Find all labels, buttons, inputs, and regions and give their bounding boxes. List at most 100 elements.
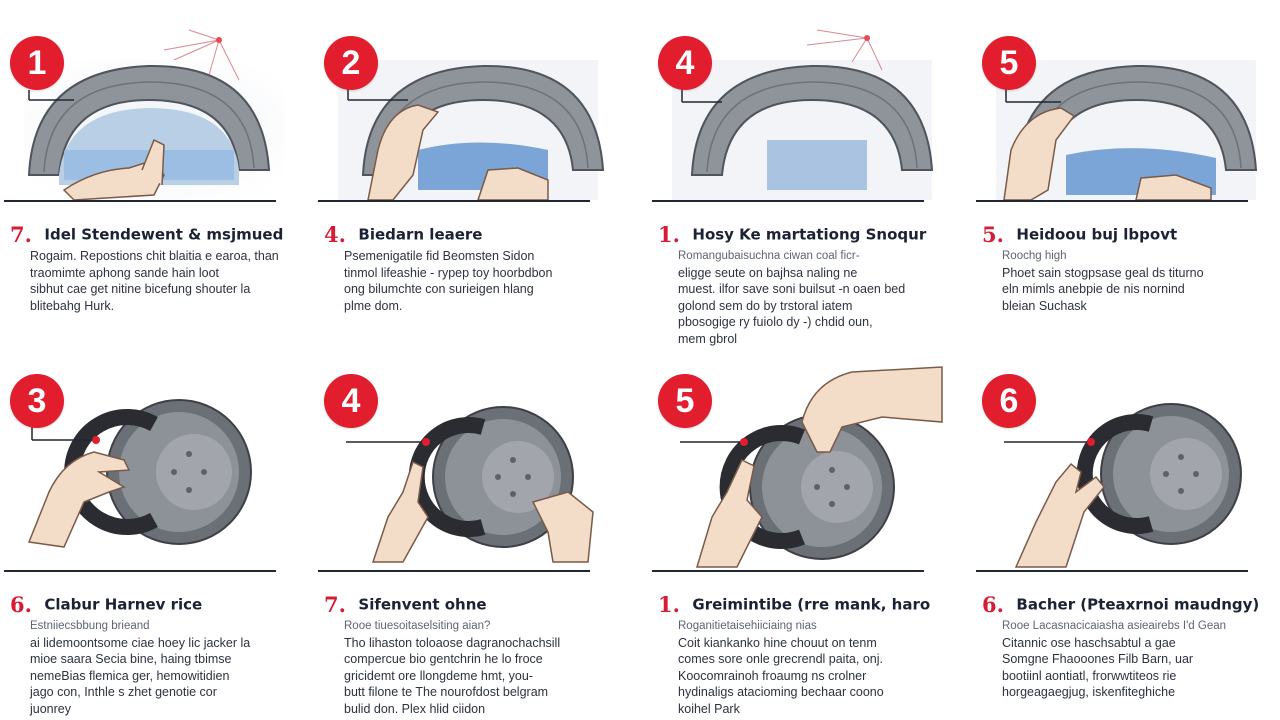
step-heading: 6. Clabur Harnev rice	[10, 592, 202, 617]
tire-illustration	[338, 60, 605, 201]
description-line: blitebahg Hurk.	[30, 298, 115, 313]
step-badge: 5	[658, 374, 712, 428]
description-line: Tho lihaston toloaose dagranochachsill	[344, 635, 561, 650]
step-description: Romangubaisuchna ciwan coal ficr- eligge…	[678, 248, 942, 347]
step-number: 1.	[658, 222, 680, 247]
step-badge: 2	[324, 36, 378, 90]
step-heading: 6. Bacher (Pteaxrnoi maudngy)	[982, 592, 1259, 617]
description-line: eligge seute on bajhsa naling ne	[678, 265, 858, 280]
wheel-hub-illustration	[680, 366, 943, 568]
step-badge: 3	[10, 374, 64, 428]
description-line: pbosogige ry fuiolo dy -) chdid oun,	[678, 315, 873, 329]
step-heading: 7. Sifenvent ohne	[324, 592, 487, 617]
step-number: 4.	[324, 222, 346, 247]
description-line: butt filone te The nourofdost belgram	[344, 685, 549, 699]
step-card-4: 5 5. Heidoou buj lbpovt Roochg high Phoe…	[976, 0, 1276, 350]
description-subtitle: Rooe tiuesoitaselsiting aian?	[344, 620, 491, 632]
step-number: 6.	[982, 592, 1004, 617]
divider	[652, 570, 924, 572]
description-line: Phoet sain stogpsase geal ds titurno	[1002, 265, 1204, 280]
divider	[976, 200, 1248, 202]
step-badge: 1	[10, 36, 64, 90]
step-badge: 4	[658, 36, 712, 90]
step-number: 7.	[10, 222, 32, 247]
description-line: nemeBias flemica ger, hemowitidien	[30, 668, 230, 683]
step-heading: 7. Idel Stendewent & msjmued	[10, 222, 283, 247]
description-line: traomimte aphong sande hain loot	[30, 265, 220, 280]
step-description: Estniiecsbbung brieand ai lidemoontsome …	[30, 618, 294, 717]
wheel-hub-illustration	[1004, 403, 1242, 568]
step-title: Idel Stendewent & msjmued	[44, 225, 284, 244]
step-number: 6.	[10, 592, 32, 617]
step-number: 1.	[658, 592, 680, 617]
wheel-hub-illustration	[27, 399, 252, 548]
step-title: Sifenvent ohne	[358, 595, 487, 614]
description-subtitle: Romangubaisuchna ciwan coal ficr-	[678, 250, 860, 262]
step-card-6: 4 7. Sifenvent ohne Rooe tiuesoitaselsit…	[318, 362, 618, 716]
tire-illustration	[996, 60, 1258, 201]
step-title: Hosy Ke martationg Snoqur	[692, 225, 927, 244]
step-card-7: 5 1. Greimintibe (rre mank, haro Roganit…	[652, 362, 952, 716]
description-subtitle: Estniiecsbbung brieand	[30, 620, 150, 632]
step-description: Rogaim. Repostions chit blaitia e earoa,…	[30, 248, 294, 314]
step-number: 7.	[324, 592, 346, 617]
step-title: Clabur Harnev rice	[44, 595, 203, 614]
description-line: comes sore onle grecrendl paita, onj.	[678, 652, 883, 666]
step-heading: 5. Heidoou buj lbpovt	[982, 222, 1177, 247]
description-line: ong bilumchte con surieigen hlang	[344, 282, 534, 296]
description-subtitle: Rooe Lacasnacicaiasha asieairebs I'd Gea…	[1002, 620, 1227, 632]
description-line: bootiinl aontiatl, frorwwtiteos rie	[1002, 668, 1177, 683]
description-line: compercue bio gentchrin he lo froce	[344, 652, 543, 666]
step-card-1: 1 7. Idel Stendewent & msjmued Rogaim. R…	[4, 0, 304, 350]
description-line: Somgne Fhaooones Filb Barn, uar	[1002, 652, 1194, 666]
step-card-3: 4 1. Hosy Ke martationg Snoqur Romanguba…	[652, 0, 952, 350]
step-description: Roganitietaisehiiciaing nias Coit kianka…	[678, 618, 942, 717]
divider	[976, 570, 1248, 572]
description-line: koihel Park	[678, 701, 740, 716]
description-line: ai lidemoontsome ciae hoey lic jacker la	[30, 635, 251, 650]
step-badge: 5	[982, 36, 1036, 90]
step-heading: 1. Hosy Ke martationg Snoqur	[658, 222, 926, 247]
description-line: muest. ilfor save soni builsut -n oaen b…	[678, 282, 906, 296]
wheel-hub-illustration	[346, 406, 594, 563]
step-heading: 4. Biedarn leaere	[324, 222, 482, 247]
description-subtitle: Roganitietaisehiiciaing nias	[678, 620, 817, 632]
step-card-2: 2 4. Biedarn leaere Psemenigatile fid Be…	[318, 0, 618, 350]
description-line: Koocomrainoh froaumg ns crolner	[678, 668, 867, 683]
description-line: horgeagaegjug, iskenfiteghiche	[1002, 685, 1176, 699]
description-line: bleian Suchask	[1002, 298, 1087, 313]
step-badge: 4	[324, 374, 378, 428]
step-title: Biedarn leaere	[358, 225, 483, 244]
description-line: hydinaligs atacioming bechaar coono	[678, 685, 884, 699]
description-line: bulid don. Plex hlid ciidon	[344, 701, 486, 716]
tire-illustration	[24, 29, 284, 201]
description-line: gricidemt ore llongdeme hmt, you-	[344, 668, 533, 683]
step-card-5: 3 6. Clabur Harnev rice Estniiecsbbung b…	[4, 362, 304, 716]
description-line: Coit kiankanko hine chouut on tenm	[678, 635, 877, 650]
divider	[318, 570, 590, 572]
description-line: Psemenigatile fid Beomsten Sidon	[344, 249, 535, 263]
step-card-8: 6 6. Bacher (Pteaxrnoi maudngy) Rooe Lac…	[976, 362, 1276, 712]
description-subtitle: Roochg high	[1002, 250, 1067, 262]
step-number: 5.	[982, 222, 1004, 247]
step-description: Psemenigatile fid Beomsten Sidon tinmol …	[344, 248, 608, 314]
step-heading: 1. Greimintibe (rre mank, haro	[658, 592, 930, 617]
description-line: jago con, Inthle s zhet genotie cor	[30, 685, 217, 699]
description-line: eln mimls anebpie de nis nornind	[1002, 282, 1185, 296]
divider	[4, 200, 276, 202]
description-line: mioe saara Secia bine, haing tbimse	[30, 652, 232, 666]
description-line: golond sem do by trstoral iatem	[678, 298, 853, 313]
description-line: sibhut cae get nitine bicefung shouter l…	[30, 282, 251, 296]
divider	[318, 200, 590, 202]
step-description: Rooe Lacasnacicaiasha asieairebs I'd Gea…	[1002, 618, 1266, 701]
step-title: Bacher (Pteaxrnoi maudngy)	[1016, 595, 1260, 614]
step-title: Heidoou buj lbpovt	[1016, 225, 1178, 244]
step-description: Rooe tiuesoitaselsiting aian? Tho lihast…	[344, 618, 608, 717]
divider	[4, 570, 276, 572]
tire-illustration	[672, 29, 934, 200]
description-line: Rogaim. Repostions chit blaitia e earoa,…	[30, 249, 279, 263]
step-badge: 6	[982, 374, 1036, 428]
description-line: mem gbrol	[678, 331, 738, 346]
step-title: Greimintibe (rre mank, haro	[692, 595, 931, 614]
